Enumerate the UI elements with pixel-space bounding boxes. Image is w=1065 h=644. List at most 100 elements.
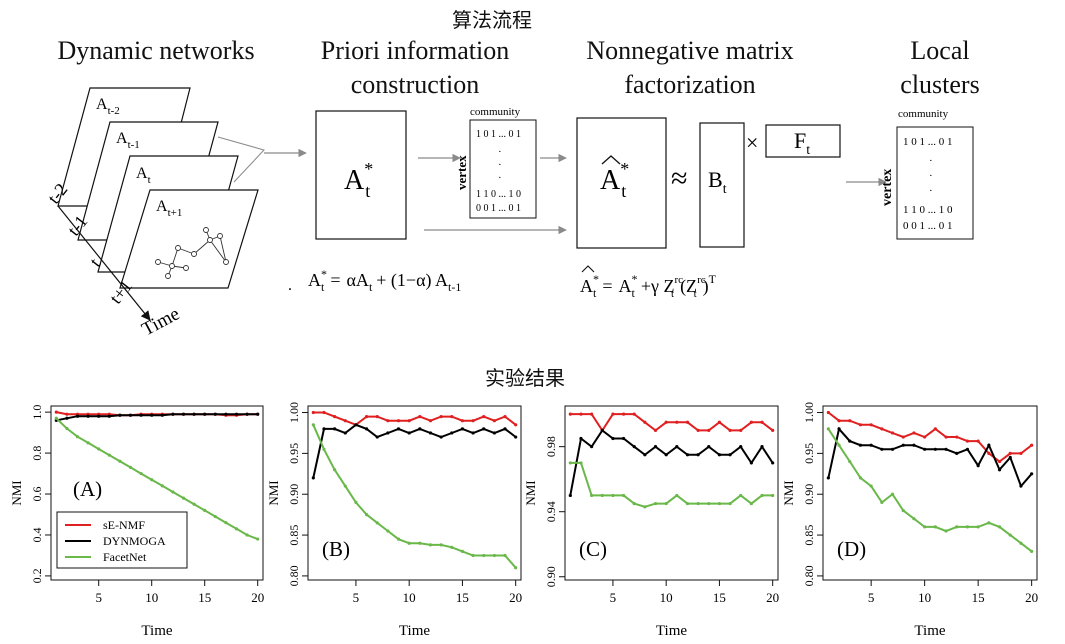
data-point-FacetNet bbox=[760, 493, 764, 498]
data-point-sE-NMF bbox=[621, 412, 626, 416]
vertex-label: vertex bbox=[454, 155, 469, 190]
data-point-FacetNet bbox=[890, 492, 895, 496]
plot-frame bbox=[564, 405, 779, 581]
series-line-sE-NMF bbox=[313, 411, 517, 426]
data-point-FacetNet bbox=[933, 525, 937, 529]
data-point-FacetNet bbox=[685, 501, 690, 506]
data-point-FacetNet bbox=[514, 566, 518, 570]
data-point-DYNMOGA bbox=[848, 439, 852, 443]
data-point-sE-NMF bbox=[343, 419, 347, 423]
data-point-FacetNet bbox=[407, 541, 411, 545]
data-point-DYNMOGA bbox=[311, 476, 315, 480]
data-point-sE-NMF bbox=[333, 415, 337, 419]
data-point-DYNMOGA bbox=[611, 436, 615, 441]
data-point-DYNMOGA bbox=[717, 453, 722, 457]
data-point-FacetNet bbox=[364, 513, 369, 517]
local-row-2: 1 1 0 ... 1 0 bbox=[903, 204, 953, 216]
data-point-DYNMOGA bbox=[203, 412, 207, 416]
data-point-DYNMOGA bbox=[568, 493, 572, 498]
x-tick-label: 20 bbox=[509, 590, 522, 605]
series-line-FacetNet bbox=[827, 428, 1033, 553]
x-tick-label: 5 bbox=[95, 590, 102, 605]
x-axis-label: Time bbox=[141, 623, 172, 639]
data-point-DYNMOGA bbox=[139, 413, 143, 417]
data-point-DYNMOGA bbox=[354, 423, 358, 427]
plot-frame bbox=[307, 405, 522, 581]
data-point-FacetNet bbox=[471, 553, 475, 558]
data-point-sE-NMF bbox=[685, 420, 690, 424]
data-point-FacetNet bbox=[944, 529, 948, 533]
data-point-sE-NMF bbox=[837, 419, 841, 423]
data-point-FacetNet bbox=[75, 435, 80, 439]
formula-1: A*t=αAt+ (1−α) At-1 bbox=[308, 267, 461, 294]
data-point-sE-NMF bbox=[675, 420, 679, 424]
data-point-FacetNet bbox=[482, 553, 486, 558]
data-point-sE-NMF bbox=[848, 419, 852, 423]
data-point-FacetNet bbox=[728, 501, 732, 506]
data-point-DYNMOGA bbox=[923, 447, 927, 451]
nmf-header-line2: factorization bbox=[624, 70, 756, 99]
legend-entry: DYNMOGA bbox=[103, 534, 166, 548]
data-point-DYNMOGA bbox=[396, 427, 401, 431]
data-point-DYNMOGA bbox=[739, 445, 743, 449]
data-point-DYNMOGA bbox=[364, 427, 369, 431]
data-point-FacetNet bbox=[256, 537, 260, 541]
data-point-FacetNet bbox=[997, 525, 1002, 529]
data-point-DYNMOGA bbox=[482, 427, 486, 431]
data-point-FacetNet bbox=[150, 478, 154, 482]
data-point-DYNMOGA bbox=[976, 464, 980, 468]
data-point-FacetNet bbox=[976, 525, 980, 529]
data-point-FacetNet bbox=[333, 468, 337, 472]
panel-label: (D) bbox=[837, 537, 866, 561]
data-point-FacetNet bbox=[428, 543, 433, 547]
data-point-sE-NMF bbox=[492, 419, 496, 423]
series-line-DYNMOGA bbox=[827, 426, 1033, 489]
data-point-DYNMOGA bbox=[428, 431, 433, 435]
data-point-sE-NMF bbox=[1019, 451, 1023, 455]
data-point-DYNMOGA bbox=[1030, 472, 1034, 476]
x-tick-label: 10 bbox=[918, 590, 931, 605]
data-point-FacetNet bbox=[203, 508, 207, 512]
workflow-diagram: At-2 At-1 At At+1 t-2 t-1 t t+1 Time A*t… bbox=[43, 87, 974, 340]
data-point-sE-NMF bbox=[728, 428, 732, 432]
data-point-FacetNet bbox=[653, 501, 658, 506]
data-point-sE-NMF bbox=[923, 435, 927, 439]
priori-header-line1: Priori information bbox=[320, 36, 510, 65]
plot-frame bbox=[822, 405, 1038, 581]
data-point-FacetNet bbox=[107, 453, 111, 457]
data-point-FacetNet bbox=[492, 553, 496, 558]
community-matrix-box bbox=[469, 119, 537, 219]
x-tick-label: 15 bbox=[972, 590, 985, 605]
data-point-DYNMOGA bbox=[728, 453, 732, 457]
x-tick-label: 15 bbox=[198, 590, 211, 605]
priori-header-line2: construction bbox=[350, 70, 480, 99]
data-point-sE-NMF bbox=[965, 439, 970, 443]
y-axis-label: NMI bbox=[266, 480, 281, 505]
data-point-sE-NMF bbox=[503, 415, 507, 419]
x-tick-label: 5 bbox=[353, 590, 360, 605]
data-point-FacetNet bbox=[118, 459, 122, 463]
data-point-sE-NMF bbox=[912, 431, 916, 435]
y-axis-label: NMI bbox=[781, 480, 796, 505]
data-point-FacetNet bbox=[65, 426, 69, 431]
x-tick-label: 15 bbox=[713, 590, 726, 605]
y-tick-label: 1.0 bbox=[30, 405, 44, 420]
data-point-FacetNet bbox=[600, 493, 604, 498]
data-point-FacetNet bbox=[643, 505, 647, 509]
data-point-FacetNet bbox=[632, 501, 636, 506]
data-point-DYNMOGA bbox=[955, 451, 959, 455]
data-point-sE-NMF bbox=[460, 419, 465, 423]
data-point-FacetNet bbox=[192, 502, 196, 506]
card-label-t-2: At-2 bbox=[96, 96, 120, 117]
data-point-DYNMOGA bbox=[450, 431, 454, 435]
comm-row-1: 1 0 1 ... 0 1 bbox=[476, 129, 521, 140]
data-point-DYNMOGA bbox=[75, 414, 80, 418]
data-point-DYNMOGA bbox=[579, 436, 583, 441]
data-point-FacetNet bbox=[826, 427, 830, 431]
data-point-DYNMOGA bbox=[749, 461, 753, 465]
comm-row-2: 1 1 0 ... 1 0 bbox=[476, 189, 521, 200]
series-line-sE-NMF bbox=[827, 411, 1033, 463]
data-point-FacetNet bbox=[1008, 533, 1012, 537]
data-point-FacetNet bbox=[439, 543, 443, 547]
